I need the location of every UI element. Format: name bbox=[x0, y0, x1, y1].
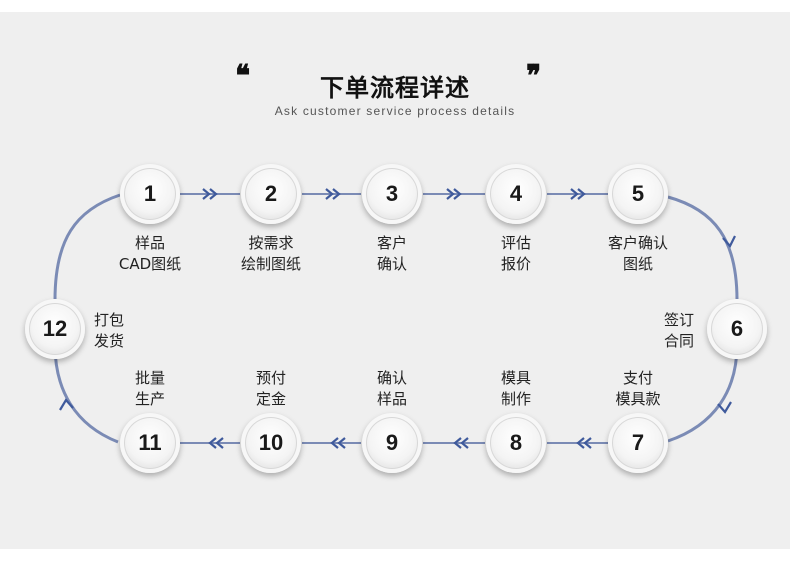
step-9: 9 bbox=[362, 413, 422, 473]
step-12: 12 bbox=[25, 299, 85, 359]
step-7: 7 bbox=[608, 413, 668, 473]
arrow-up-icon bbox=[59, 398, 74, 411]
step-label: 打包发货 bbox=[94, 311, 125, 350]
step-5: 5 bbox=[608, 164, 668, 224]
step-label: 评估报价 bbox=[500, 234, 531, 273]
step-label: 批量生产 bbox=[134, 369, 165, 408]
step-1: 1 bbox=[120, 164, 180, 224]
step-number: 8 bbox=[486, 413, 546, 473]
step-label: 客户确认图纸 bbox=[607, 234, 668, 273]
step-6: 6 bbox=[707, 299, 767, 359]
step-label: 模具制作 bbox=[500, 369, 531, 408]
step-label: 预付定金 bbox=[255, 369, 286, 408]
step-11: 11 bbox=[120, 413, 180, 473]
step-number: 10 bbox=[241, 413, 301, 473]
step-number: 12 bbox=[25, 299, 85, 359]
step-label: 支付模具款 bbox=[615, 369, 661, 408]
step-number: 6 bbox=[707, 299, 767, 359]
step-2: 2 bbox=[241, 164, 301, 224]
step-label: 客户确认 bbox=[376, 234, 407, 273]
step-label: 确认样品 bbox=[376, 369, 407, 408]
step-number: 2 bbox=[241, 164, 301, 224]
step-number: 3 bbox=[362, 164, 422, 224]
step-10: 10 bbox=[241, 413, 301, 473]
arrow-left-icon bbox=[208, 437, 592, 449]
step-number: 7 bbox=[608, 413, 668, 473]
step-8: 8 bbox=[486, 413, 546, 473]
step-number: 9 bbox=[362, 413, 422, 473]
step-number: 1 bbox=[120, 164, 180, 224]
step-number: 5 bbox=[608, 164, 668, 224]
step-4: 4 bbox=[486, 164, 546, 224]
step-number: 11 bbox=[120, 413, 180, 473]
step-number: 4 bbox=[486, 164, 546, 224]
step-3: 3 bbox=[362, 164, 422, 224]
page-title: 下单流程详述 bbox=[320, 74, 470, 102]
page-subtitle: Ask customer service process details bbox=[274, 104, 516, 118]
arrow-down-icon bbox=[717, 235, 736, 414]
arrow-right-icon bbox=[202, 188, 586, 200]
step-label: 按需求绘制图纸 bbox=[240, 234, 301, 273]
step-label: 签订合同 bbox=[663, 311, 694, 350]
